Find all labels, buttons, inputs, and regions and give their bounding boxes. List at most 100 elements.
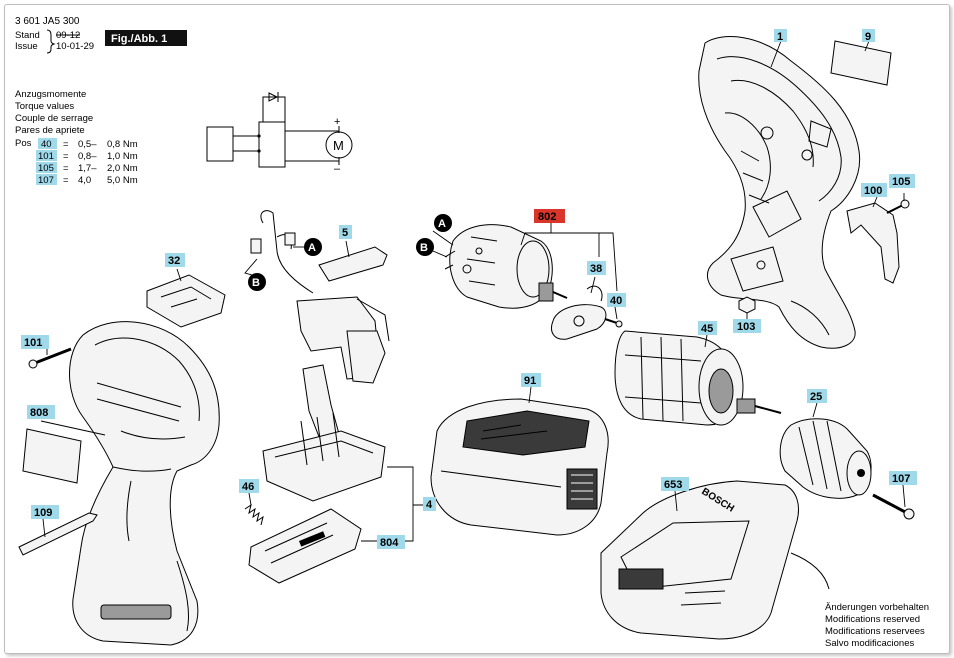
charger-653: BOSCH <box>600 480 830 640</box>
callout-808: 808 <box>27 405 55 419</box>
electronic-board-804 <box>248 508 362 584</box>
svg-text:32: 32 <box>168 255 180 267</box>
svg-text:5: 5 <box>342 227 348 239</box>
svg-text:A: A <box>438 218 446 230</box>
svg-text:40: 40 <box>610 295 622 307</box>
motor-symbol-icon <box>325 131 353 159</box>
screw-107 <box>872 493 915 520</box>
svg-text:=: = <box>63 151 69 162</box>
gearbox-45 <box>614 330 782 426</box>
callout-1: 1 <box>774 29 787 43</box>
svg-text:1,0 Nm: 1,0 Nm <box>107 151 138 162</box>
callout-804: 804 <box>377 535 405 549</box>
callout-103: 103 <box>733 319 761 333</box>
callout-40: 40 <box>607 293 626 307</box>
callout-100: 100 <box>861 183 887 197</box>
svg-text:4,0: 4,0 <box>78 175 91 186</box>
svg-text:4: 4 <box>426 499 433 511</box>
fig-badge <box>105 30 187 46</box>
svg-text:107: 107 <box>38 175 54 186</box>
svg-text:40: 40 <box>41 139 52 150</box>
connector-marker-b: B <box>248 273 266 291</box>
svg-text:A: A <box>308 242 316 254</box>
svg-text:109: 109 <box>34 507 52 519</box>
svg-text:46: 46 <box>242 481 254 493</box>
fig-label: Fig./Abb. 1 <box>111 33 167 45</box>
svg-text:91: 91 <box>524 375 536 387</box>
svg-text:+: + <box>334 116 340 128</box>
svg-text:5,0 Nm: 5,0 Nm <box>107 175 138 186</box>
pos-label: Pos <box>15 138 32 149</box>
svg-text:=: = <box>63 163 69 174</box>
svg-text:=: = <box>63 175 69 186</box>
svg-text:101: 101 <box>38 151 54 162</box>
spring-ring-38 <box>586 285 603 302</box>
callout-9: 9 <box>862 29 875 43</box>
screwdriver-bit-109 <box>18 512 98 556</box>
chuck-25 <box>779 418 872 499</box>
svg-text:808: 808 <box>30 407 48 419</box>
footer-note-en: Modifications reserved <box>825 614 920 625</box>
svg-text:802: 802 <box>538 211 556 223</box>
svg-text:2,0 Nm: 2,0 Nm <box>107 163 138 174</box>
svg-text:804: 804 <box>380 537 399 549</box>
issue-date: 10-01-29 <box>56 41 94 52</box>
issue-label: Issue <box>15 41 38 52</box>
nut-103 <box>738 296 756 314</box>
callout-45: 45 <box>698 321 717 335</box>
screw-105 <box>886 199 910 214</box>
callout-107: 107 <box>889 471 917 485</box>
battery-pack-91 <box>430 398 609 536</box>
housing-half-right <box>698 36 861 349</box>
svg-text:1: 1 <box>777 31 783 43</box>
svg-text:0,8 Nm: 0,8 Nm <box>107 139 138 150</box>
callout-802: 802 <box>534 209 565 223</box>
callout-4: 4 <box>423 497 436 511</box>
drawing-frame: .ln { fill:none; stroke:#000; stroke-wid… <box>4 4 950 654</box>
battery-latch-32 <box>146 274 226 328</box>
svg-text:103: 103 <box>737 321 755 333</box>
label-sheet-9 <box>830 40 892 86</box>
connector-marker-a: A <box>434 214 452 232</box>
torque-row: 40 = 0,5– 0,8 Nm <box>38 138 138 150</box>
callout-38: 38 <box>587 261 606 275</box>
motor <box>444 224 568 309</box>
torque-heading-es: Pares de apriete <box>15 125 85 136</box>
torque-row: 105 = 1,7– 2,0 Nm <box>36 162 138 174</box>
callout-25: 25 <box>807 389 827 403</box>
connector-marker-a: A <box>304 238 322 256</box>
svg-text:=: = <box>63 139 69 150</box>
callout-105: 105 <box>889 174 915 188</box>
exploded-parts-diagram: .ln { fill:none; stroke:#000; stroke-wid… <box>15 16 929 649</box>
switch-assembly <box>250 210 390 448</box>
svg-text:45: 45 <box>701 323 713 335</box>
svg-text:25: 25 <box>810 391 822 403</box>
svg-text:9: 9 <box>865 31 871 43</box>
battery-terminal-4 <box>262 412 386 502</box>
torque-heading-en: Torque values <box>15 101 74 112</box>
lock-slider-100 <box>846 202 900 284</box>
svg-text:653: 653 <box>664 479 682 491</box>
footer-note-fr: Modifications reservees <box>825 626 925 637</box>
torque-table: Anzugsmomente Torque values Couple de se… <box>15 89 138 186</box>
svg-text:–: – <box>334 163 341 175</box>
callout-109: 109 <box>31 505 59 519</box>
housing-half-left <box>69 321 220 646</box>
svg-text:38: 38 <box>590 263 602 275</box>
circuit-schematic: M + – <box>206 92 353 175</box>
svg-text:B: B <box>252 277 260 289</box>
stand-label: Stand <box>15 30 40 41</box>
svg-text:M: M <box>333 138 344 153</box>
torque-row: 107 = 4,0 5,0 Nm <box>36 174 138 186</box>
svg-text:0,8–: 0,8– <box>78 151 97 162</box>
callout-91: 91 <box>521 373 541 387</box>
callout-32: 32 <box>165 253 185 267</box>
svg-text:105: 105 <box>38 163 54 174</box>
svg-text:0,5–: 0,5– <box>78 139 97 150</box>
footer-note-de: Änderungen vorbehalten <box>825 602 929 613</box>
diode-icon <box>268 92 279 102</box>
svg-text:B: B <box>420 242 428 254</box>
doc-number: 3 601 JA5 300 <box>15 16 80 27</box>
mounting-plate-38 <box>551 304 607 340</box>
svg-text:1,7–: 1,7– <box>78 163 97 174</box>
